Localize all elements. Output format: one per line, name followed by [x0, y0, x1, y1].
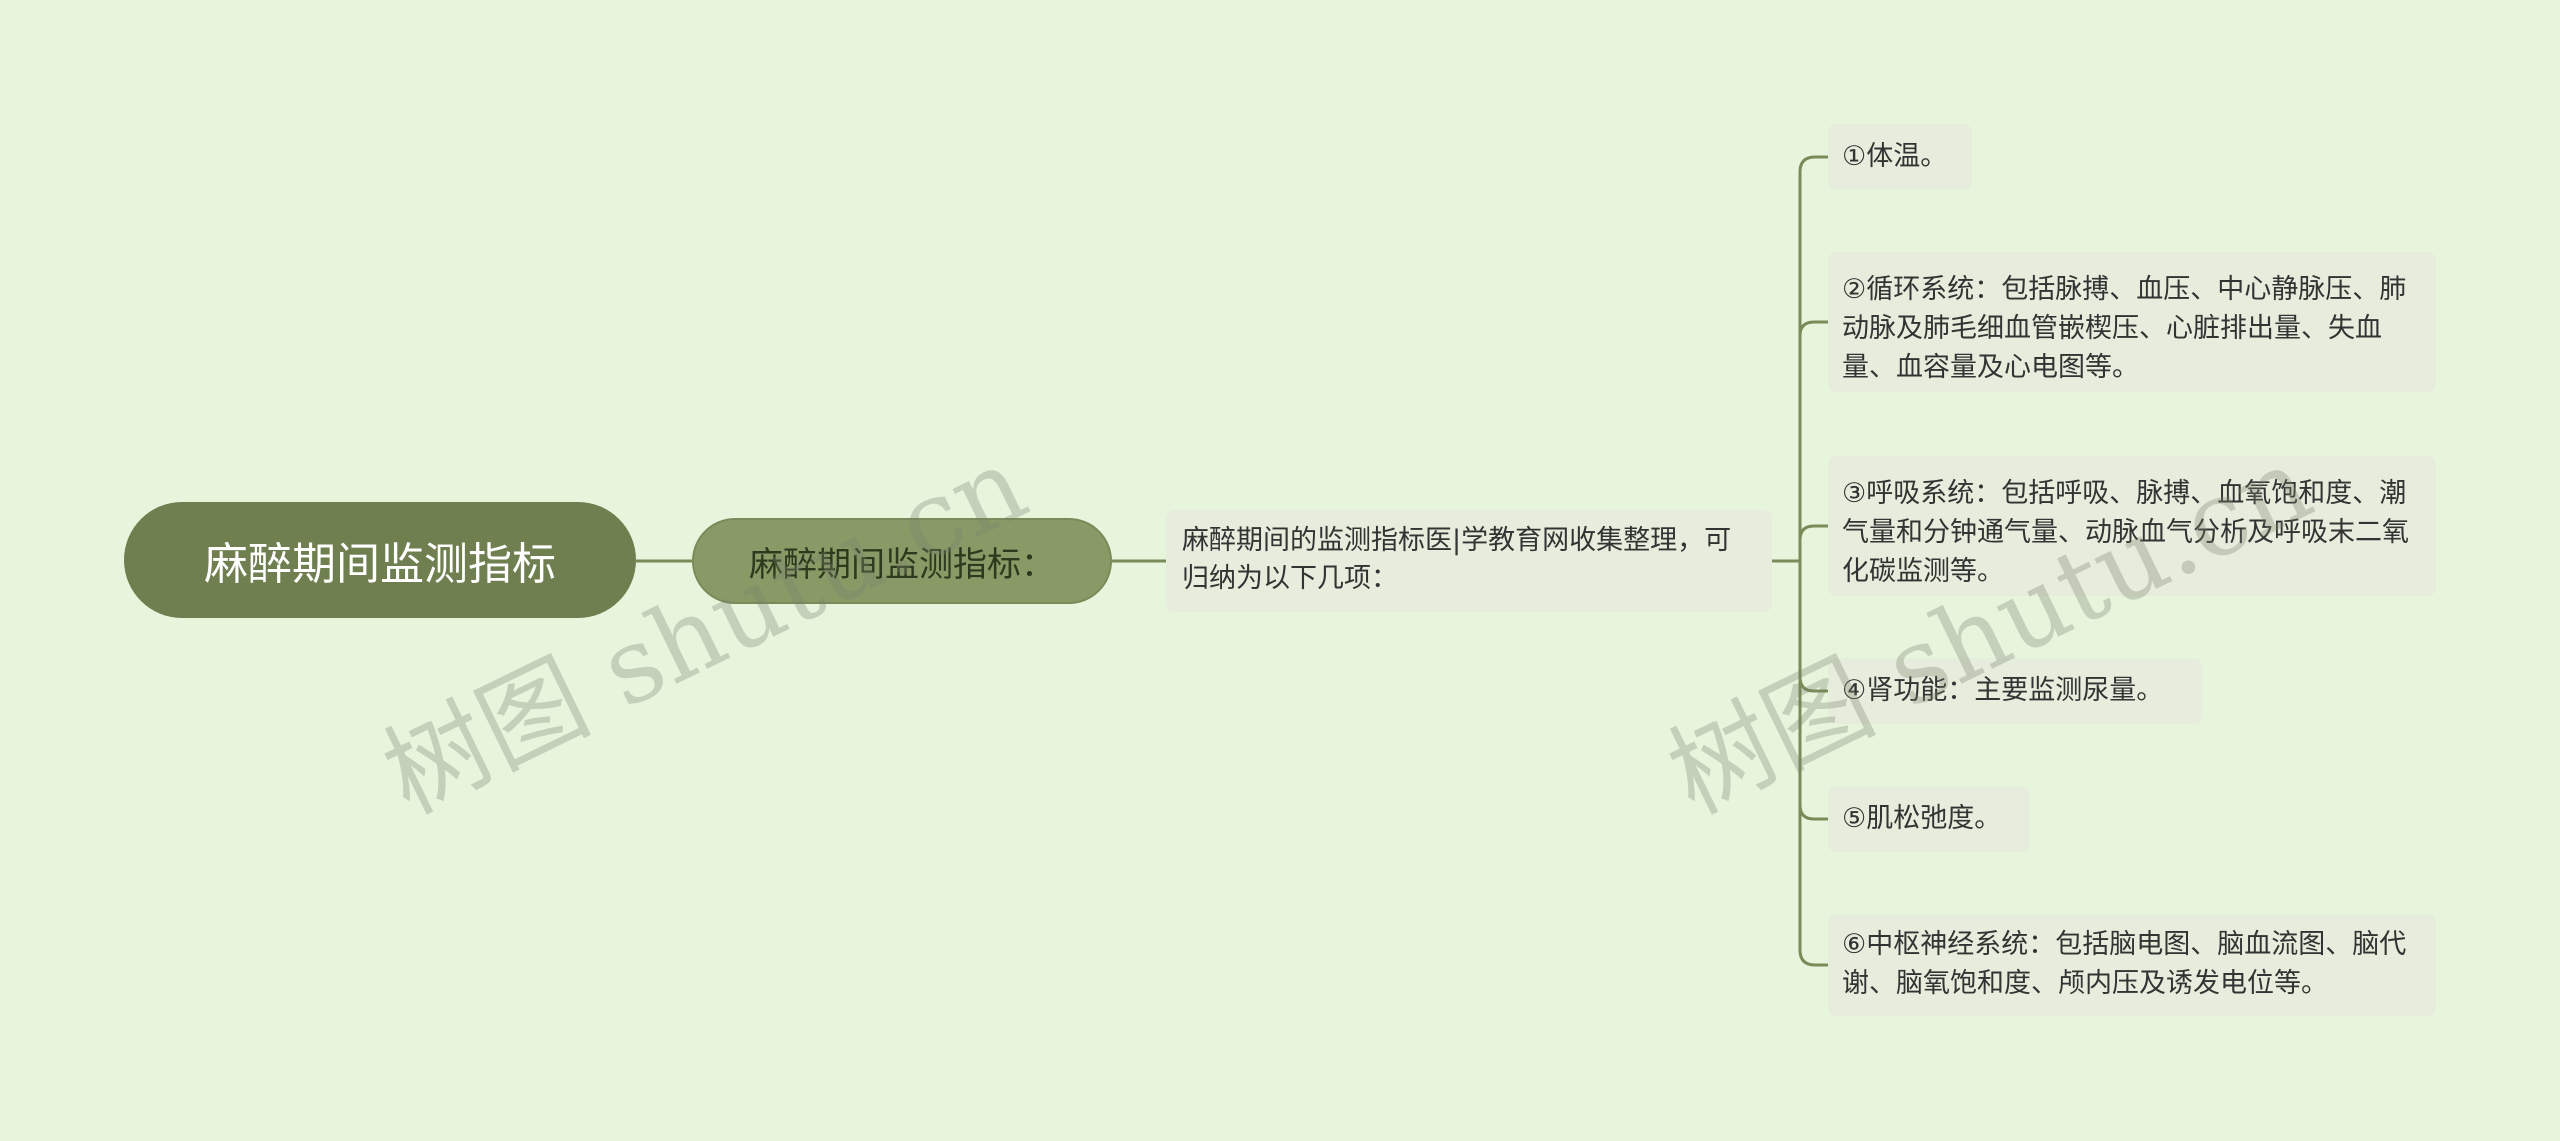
leaf-node-temperature[interactable]: ①体温。 [1828, 124, 1972, 190]
level2-node[interactable]: 麻醉期间的监测指标医|学教育网收集整理，可归纳为以下几项： [1166, 510, 1772, 612]
leaf-node-muscle-relaxation[interactable]: ⑤肌松弛度。 [1828, 786, 2030, 852]
connector-branch [1798, 320, 1828, 561]
leaf-label: ③呼吸系统：包括呼吸、脉搏、血氧饱和度、潮气量和分钟通气量、动脉血气分析及呼吸末… [1842, 478, 2409, 587]
level1-node[interactable]: 麻醉期间监测指标： [692, 518, 1112, 604]
root-label: 麻醉期间监测指标 [204, 539, 556, 590]
leaf-node-cns[interactable]: ⑥中枢神经系统：包括脑电图、脑血流图、脑代谢、脑氧饱和度、颅内压及诱发电位等。 [1828, 914, 2436, 1016]
root-node[interactable]: 麻醉期间监测指标 [124, 502, 636, 618]
connector-branch [1798, 155, 1828, 561]
leaf-label: ①体温。 [1842, 141, 1948, 172]
leaf-node-respiration[interactable]: ③呼吸系统：包括呼吸、脉搏、血氧饱和度、潮气量和分钟通气量、动脉血气分析及呼吸末… [1828, 456, 2436, 596]
leaf-label: ⑤肌松弛度。 [1842, 803, 2002, 834]
connector-branch [1798, 561, 1828, 967]
leaf-node-circulation[interactable]: ②循环系统：包括脉搏、血压、中心静脉压、肺动脉及肺毛细血管嵌楔压、心脏排出量、失… [1828, 252, 2436, 392]
leaf-label: ⑥中枢神经系统：包括脑电图、脑血流图、脑代谢、脑氧饱和度、颅内压及诱发电位等。 [1842, 929, 2407, 999]
level2-label: 麻醉期间的监测指标医|学教育网收集整理，可归纳为以下几项： [1182, 525, 1732, 594]
leaf-node-renal[interactable]: ④肾功能：主要监测尿量。 [1828, 658, 2202, 724]
leaf-label: ④肾功能：主要监测尿量。 [1842, 675, 2164, 706]
level1-label: 麻醉期间监测指标： [749, 544, 1055, 585]
leaf-label: ②循环系统：包括脉搏、血压、中心静脉压、肺动脉及肺毛细血管嵌楔压、心脏排出量、失… [1842, 274, 2407, 383]
connector-branch [1798, 524, 1828, 561]
connector-branch [1798, 561, 1828, 693]
